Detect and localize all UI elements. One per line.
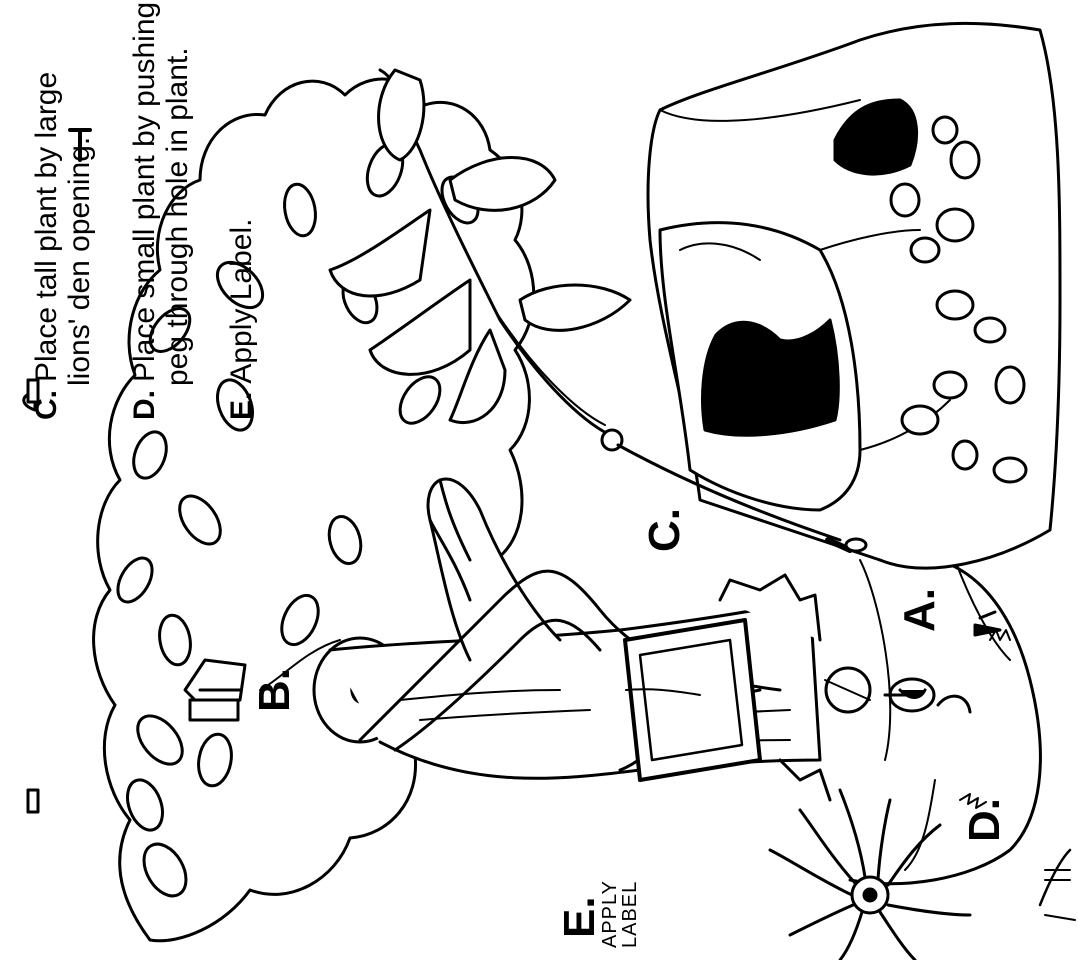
- instruction-d: D. Place small plant by pushing peg throu…: [128, 2, 194, 420]
- label-plaque: [625, 620, 760, 780]
- instruction-d-letter: D.: [128, 390, 161, 420]
- callout-d: D.: [960, 798, 1010, 842]
- instruction-e-letter: E.: [225, 392, 258, 420]
- instruction-c: C. Place tall plant by large lions' den o…: [30, 72, 96, 420]
- callout-b: B.: [250, 668, 300, 712]
- instruction-e: E. Apply Label.: [225, 219, 258, 420]
- callout-c: C.: [640, 508, 690, 552]
- lions-den-rock: [648, 23, 1060, 568]
- instruction-e-line1: Apply Label.: [225, 219, 258, 384]
- instruction-c-line1: Place tall plant by large: [30, 72, 63, 382]
- callout-a: A.: [895, 588, 945, 632]
- instruction-c-letter: C.: [30, 390, 63, 420]
- apply-label-line1: APPLY: [600, 880, 620, 948]
- logo-mark: [1040, 850, 1075, 920]
- instruction-d-line2: peg through hole in plant.: [161, 2, 194, 420]
- callout-e: E.: [555, 896, 605, 938]
- instruction-d-line1: Place small plant by pushing: [128, 2, 161, 382]
- small-spiky-plant: [770, 780, 970, 960]
- apply-label-caption: APPLY LABEL: [600, 880, 640, 948]
- instruction-c-line2: lions' den opening.: [63, 72, 96, 420]
- apply-label-line2: LABEL: [620, 880, 640, 948]
